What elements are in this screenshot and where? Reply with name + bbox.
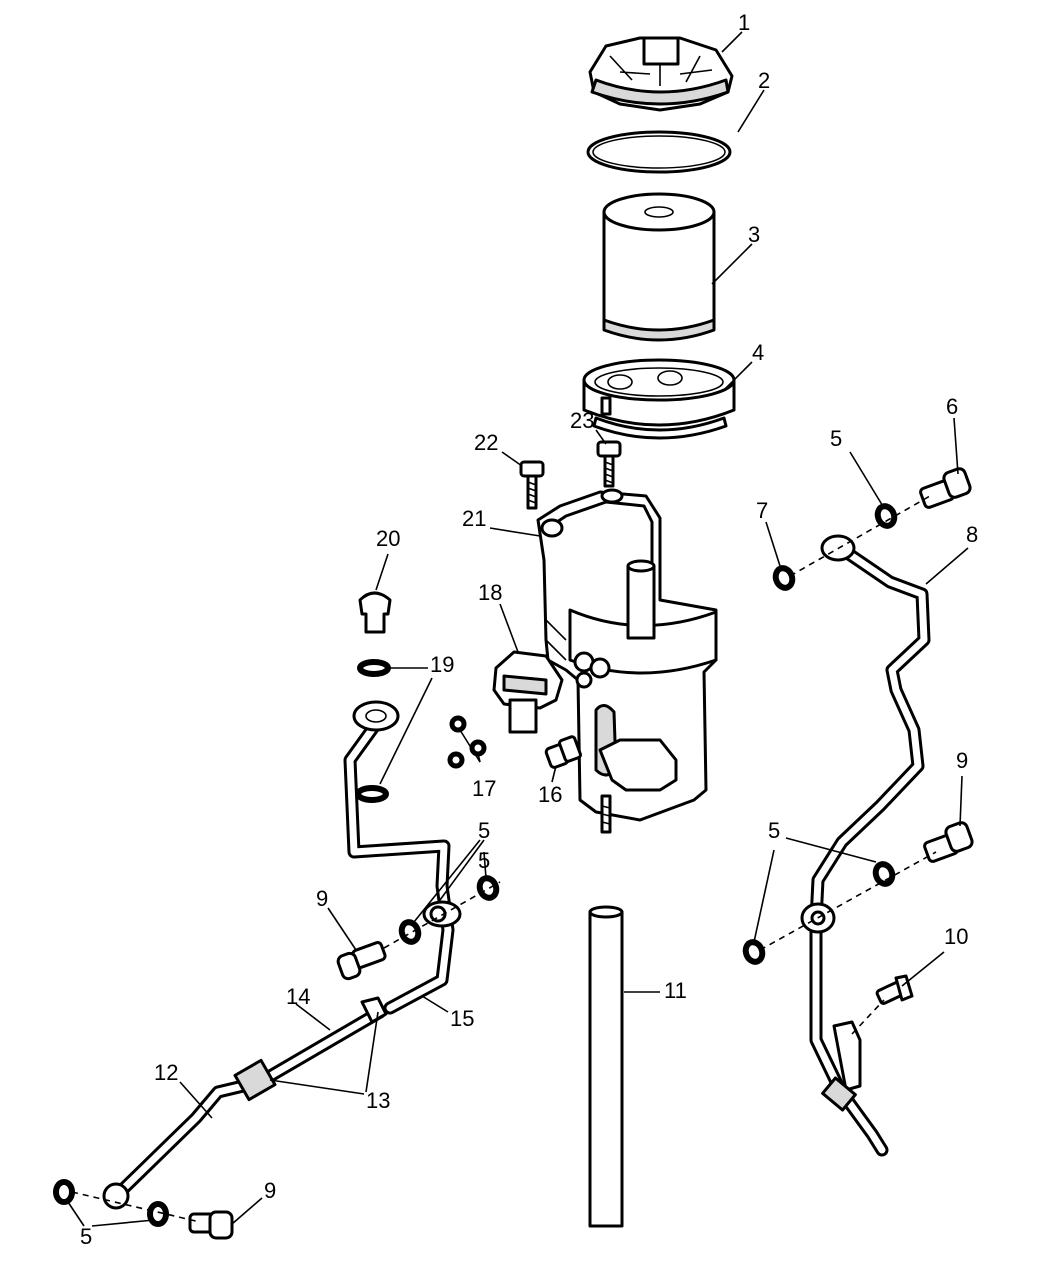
callout-9: 9 bbox=[956, 748, 968, 773]
filter-housing bbox=[536, 488, 718, 834]
callout-4: 4 bbox=[752, 340, 764, 365]
callout-5: 5 bbox=[768, 818, 780, 843]
callout-17: 17 bbox=[472, 776, 496, 801]
callout-12: 12 bbox=[154, 1060, 178, 1085]
callout-16: 16 bbox=[538, 782, 562, 807]
filter-element bbox=[602, 192, 716, 342]
callout-15: 15 bbox=[450, 1006, 474, 1031]
washer-7 bbox=[772, 565, 796, 591]
callout-21: 21 bbox=[462, 506, 486, 531]
callout-9: 9 bbox=[264, 1178, 276, 1203]
filter-housing-ring bbox=[582, 358, 736, 440]
washer-5g bbox=[742, 939, 766, 965]
bolt-10 bbox=[875, 974, 914, 1005]
banjo-bolt-9-bottom bbox=[188, 1210, 234, 1240]
callout-5: 5 bbox=[80, 1224, 92, 1249]
callout-11: 11 bbox=[664, 978, 687, 1003]
washer-5c bbox=[53, 1179, 75, 1205]
callout-13: 13 bbox=[366, 1088, 390, 1113]
leader-lines bbox=[67, 31, 969, 1227]
callout-3: 3 bbox=[748, 222, 760, 247]
screw-23 bbox=[596, 440, 622, 488]
fuel-line-lower bbox=[102, 996, 388, 1210]
callout-6: 6 bbox=[946, 394, 958, 419]
callout-14: 14 bbox=[286, 984, 310, 1009]
banjo-bolt-20 bbox=[358, 591, 392, 634]
callout-1: 1 bbox=[738, 10, 750, 35]
callout-8: 8 bbox=[966, 522, 978, 547]
fuel-line-left bbox=[343, 700, 462, 1015]
callout-10: 10 bbox=[944, 924, 968, 949]
callout-22: 22 bbox=[474, 430, 498, 455]
washer-5e bbox=[874, 503, 898, 529]
callout-18: 18 bbox=[478, 580, 502, 605]
callout-19: 19 bbox=[430, 652, 454, 677]
callout-5: 5 bbox=[478, 818, 490, 843]
banjo-bolt-9-right bbox=[923, 821, 974, 863]
callout-20: 20 bbox=[376, 526, 400, 551]
callout-5: 5 bbox=[478, 848, 490, 873]
callout-5: 5 bbox=[830, 426, 842, 451]
callout-9: 9 bbox=[316, 886, 328, 911]
washer-5b bbox=[476, 875, 500, 901]
fuel-line-right bbox=[800, 534, 931, 1157]
washer-5d bbox=[147, 1201, 169, 1227]
callout-labels: 1 2 3 4 5 5 5 5 5 5 5 6 7 8 9 9 9 10 11 … bbox=[80, 10, 978, 1249]
banjo-bolt-9-left bbox=[336, 941, 387, 981]
hose-11 bbox=[588, 910, 624, 1228]
sensor bbox=[492, 650, 564, 734]
filter-cap bbox=[588, 36, 734, 112]
screw-22 bbox=[519, 460, 545, 510]
fitting-16 bbox=[544, 735, 582, 769]
o-ring bbox=[586, 130, 732, 174]
callout-7: 7 bbox=[756, 498, 768, 523]
washer-19 bbox=[355, 659, 391, 803]
washer-5a bbox=[398, 919, 422, 945]
callout-23: 23 bbox=[570, 408, 594, 433]
banjo-bolt-6 bbox=[919, 467, 972, 509]
callout-2: 2 bbox=[758, 68, 770, 93]
washer-5f bbox=[872, 861, 896, 887]
